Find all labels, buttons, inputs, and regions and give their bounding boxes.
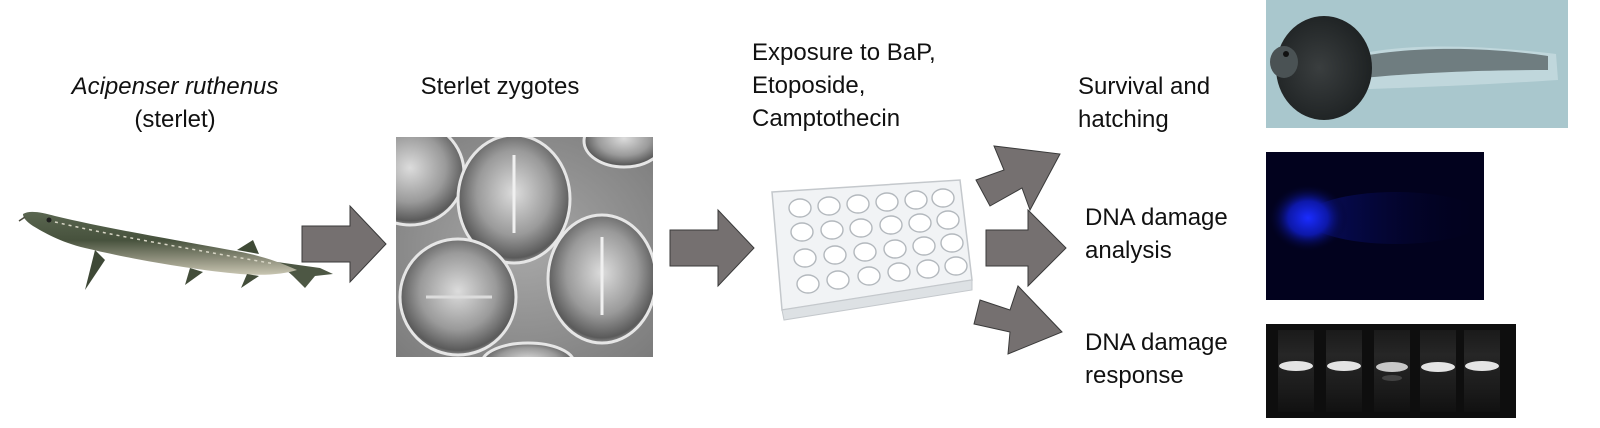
exposure-line-3: Camptothecin (752, 105, 901, 132)
larva-image (1266, 0, 1568, 128)
outcome-dna-response-line-1: DNA damage (1085, 329, 1228, 356)
multiwell-plate-image (760, 172, 975, 322)
comet-assay-icon (1266, 152, 1484, 300)
species-label: Acipenser ruthenus (sterlet) (60, 70, 290, 136)
arrow-to-zygotes (301, 204, 387, 284)
larva-photo-icon (1266, 0, 1568, 128)
exposure-label: Exposure to BaP, Etoposide, Camptothecin (752, 36, 936, 135)
outcome-dna-analysis-line-1: DNA damage (1085, 204, 1228, 231)
exposure-line-2: Etoposide, (752, 72, 866, 99)
zygotes-photo-icon (396, 137, 653, 357)
arrow-to-survival (975, 145, 1061, 212)
gel-bands-icon (1266, 324, 1516, 418)
outcome-dna-analysis-line-2: analysis (1085, 237, 1172, 264)
zygotes-image (396, 137, 653, 357)
multiwell-plate-icon (771, 179, 973, 321)
arrow-to-dna-damage-response (973, 285, 1063, 355)
outcome-dna-response-label: DNA damage response (1085, 326, 1228, 392)
sterlet-fish-image (15, 190, 335, 305)
exposure-line-1: Exposure to BaP, (752, 39, 936, 66)
zygotes-label: Sterlet zygotes (400, 70, 600, 103)
outcome-survival-line-2: hatching (1078, 106, 1169, 133)
arrow-to-dna-damage-analysis (985, 208, 1067, 288)
arrow-to-exposure (669, 208, 755, 288)
gel-image (1266, 324, 1516, 418)
species-common-name: (sterlet) (134, 106, 216, 133)
outcome-dna-analysis-label: DNA damage analysis (1085, 201, 1228, 267)
outcome-survival-label: Survival and hatching (1078, 70, 1210, 136)
zygotes-label-text: Sterlet zygotes (420, 73, 580, 100)
sturgeon-icon (18, 211, 333, 290)
comet-assay-image (1266, 152, 1484, 300)
species-scientific-name: Acipenser ruthenus (71, 73, 279, 100)
outcome-dna-response-line-2: response (1085, 362, 1184, 389)
outcome-survival-line-1: Survival and (1078, 73, 1211, 100)
